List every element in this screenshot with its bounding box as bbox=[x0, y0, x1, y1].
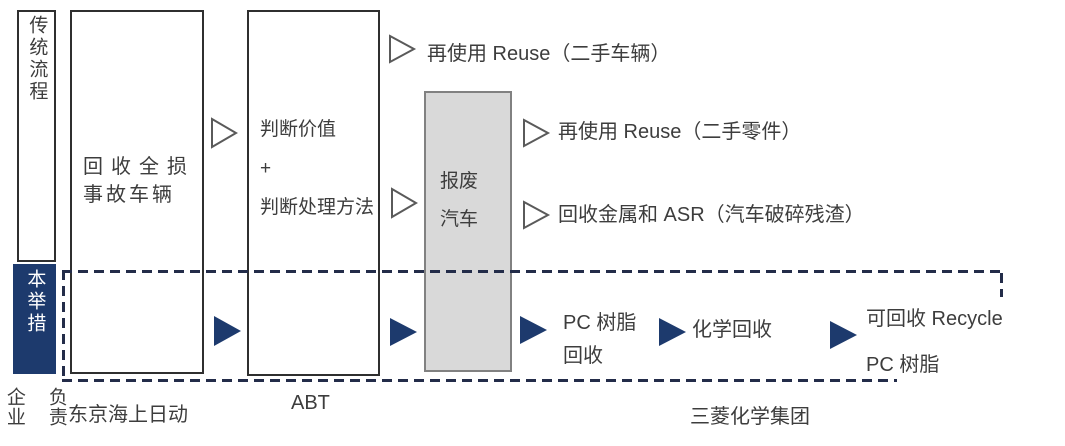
output-reuse-parts-label: 再使用 Reuse（二手零件） bbox=[558, 121, 802, 143]
initiative-dash-top bbox=[62, 270, 1003, 273]
responsible-prefix-label: 企业 bbox=[3, 387, 25, 427]
initiative-label: 本举措 bbox=[24, 269, 46, 335]
initiative-dash-left bbox=[62, 270, 65, 382]
traditional-process-label: 传统流程 bbox=[26, 15, 48, 103]
company-mitsubishi-label: 三菱化学集团 bbox=[690, 406, 810, 428]
pc-resin-recovery-line1: PC 树脂 bbox=[563, 312, 637, 334]
collect-vehicles-line1: 回收全损 bbox=[83, 156, 195, 178]
scrap-line1: 报废 bbox=[440, 171, 479, 192]
responsible-suffix-label: 负责 bbox=[45, 387, 67, 427]
output-metals-asr-label: 回收金属和 ASR（汽车破碎残渣） bbox=[558, 204, 865, 226]
judge-value-box: 判断价值 + 判断处理方法 bbox=[247, 10, 380, 376]
pc-resin-recovery-line2: 回收 bbox=[563, 345, 603, 367]
solid-arrow-icon bbox=[214, 316, 241, 346]
initiative-dash-bottom bbox=[62, 379, 897, 382]
company-tokio-marine-label: 东京海上日动 bbox=[68, 404, 188, 426]
initiative-label-box: 本举措 bbox=[13, 264, 56, 374]
initiative-dash-right bbox=[1000, 273, 1003, 297]
collect-vehicles-box: 回收全损 事故车辆 bbox=[70, 10, 204, 374]
solid-arrow-icon bbox=[390, 318, 417, 346]
hollow-arrow-icon bbox=[523, 118, 551, 148]
chemical-recycle-label: 化学回收 bbox=[692, 319, 772, 341]
scrap-car-box: 报废 汽车 bbox=[424, 91, 512, 372]
solid-arrow-icon bbox=[659, 318, 686, 346]
collect-vehicles-line2: 事故车辆 bbox=[83, 184, 175, 206]
recycled-pc-line2: PC 树脂 bbox=[866, 354, 940, 376]
solid-arrow-icon bbox=[830, 321, 857, 349]
hollow-arrow-icon bbox=[389, 34, 417, 64]
traditional-process-label-box: 传统流程 bbox=[17, 10, 56, 262]
recycled-pc-line1: 可回收 Recycle bbox=[866, 308, 1003, 330]
judge-line1: 判断价值 bbox=[260, 119, 337, 140]
hollow-arrow-icon bbox=[523, 200, 551, 230]
hollow-arrow-icon bbox=[391, 187, 418, 219]
company-abt-label: ABT bbox=[291, 392, 330, 414]
scrap-line2: 汽车 bbox=[440, 209, 479, 230]
solid-arrow-icon bbox=[520, 316, 547, 344]
judge-plus: + bbox=[260, 158, 272, 179]
judge-line3: 判断处理方法 bbox=[260, 197, 375, 218]
hollow-arrow-icon bbox=[211, 117, 238, 149]
output-reuse-vehicles-label: 再使用 Reuse（二手车辆） bbox=[427, 43, 671, 65]
